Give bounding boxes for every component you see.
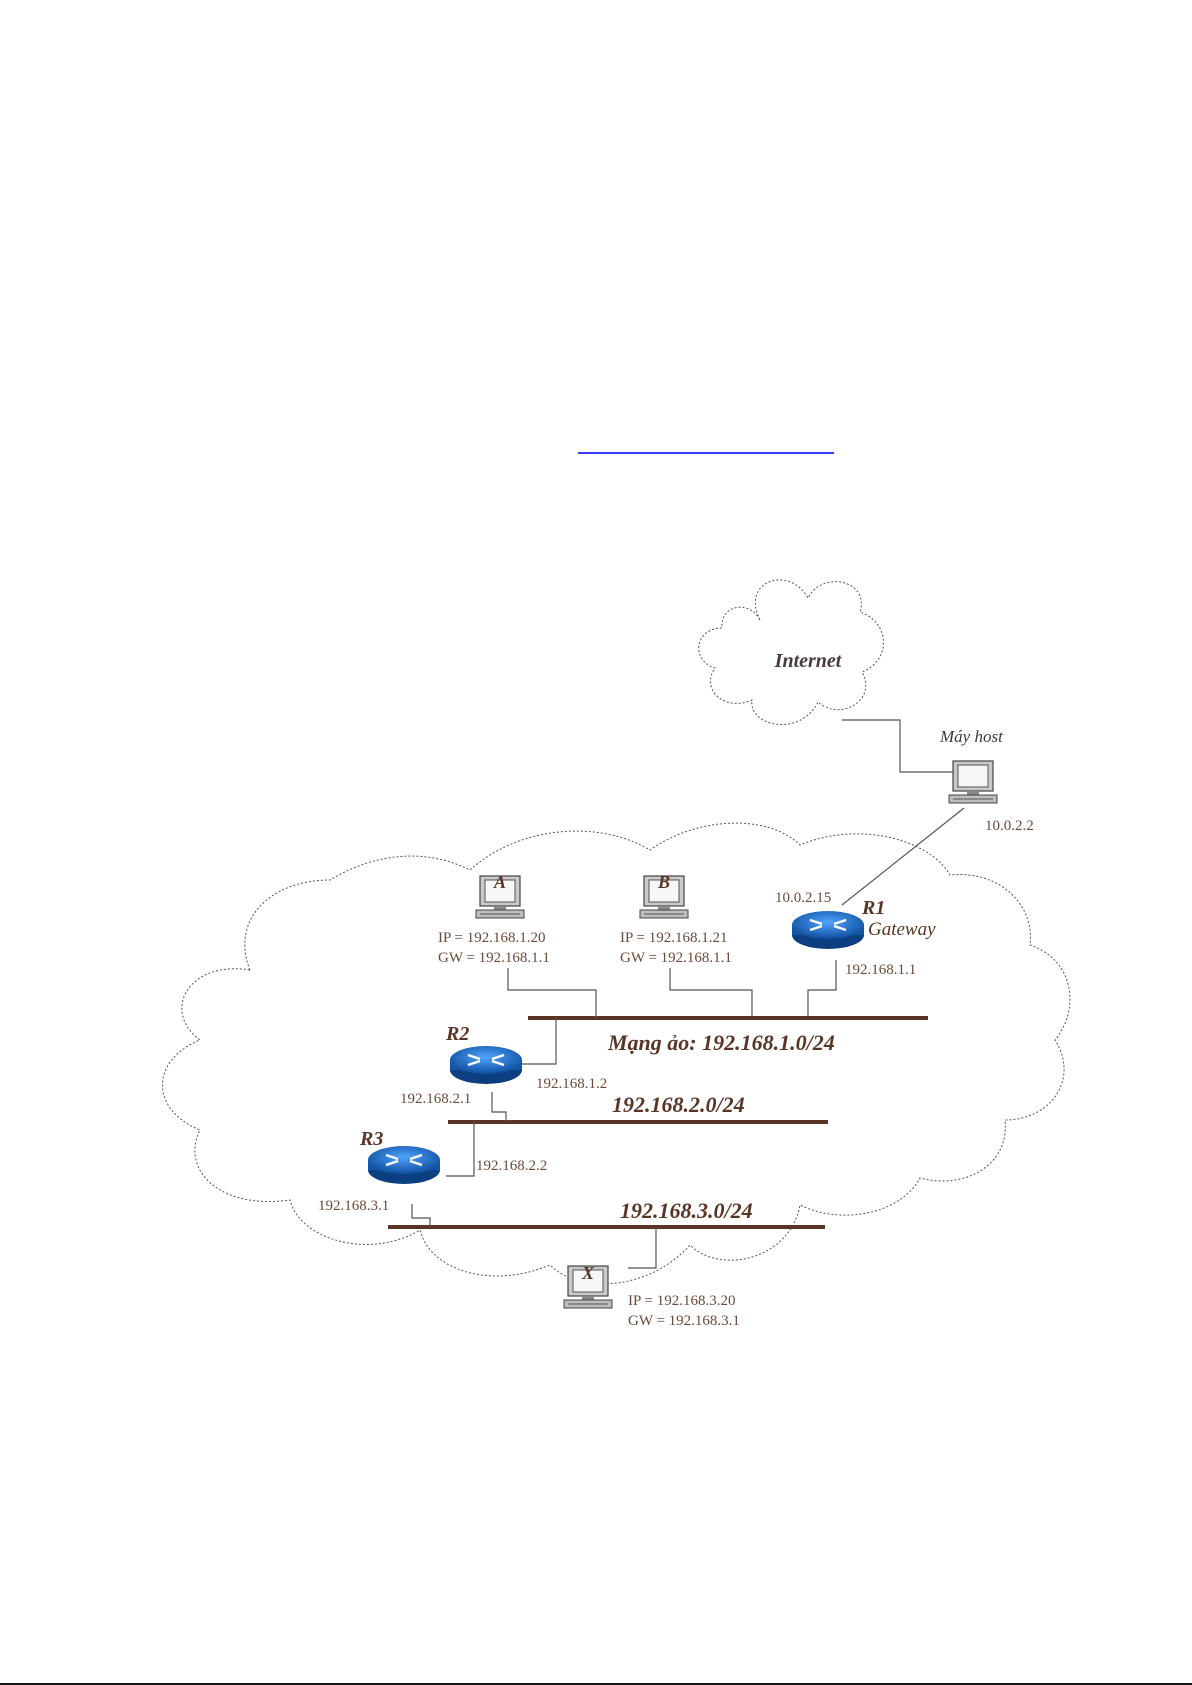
pc-x-letter: X [581, 1263, 595, 1283]
pc-a-gw: GW = 192.168.1.1 [438, 950, 550, 966]
net3-label: 192.168.3.0/24 [620, 1198, 753, 1223]
pc-x-gw: GW = 192.168.3.1 [628, 1313, 740, 1329]
router-r1 [792, 911, 864, 949]
pc-x-ip: IP = 192.168.3.20 [628, 1293, 736, 1309]
r3-ip-net2: 192.168.2.2 [476, 1158, 547, 1174]
pc-a-ip: IP = 192.168.1.20 [438, 930, 546, 946]
pc-b-letter: B [657, 872, 670, 892]
router-r2 [450, 1046, 522, 1084]
r1-wan-ip: 10.0.2.15 [775, 890, 831, 906]
host-label: Máy host [939, 727, 1004, 746]
r3-name: R3 [359, 1128, 383, 1150]
r3-ip-net3: 192.168.3.1 [318, 1198, 389, 1214]
r2-ip-net1: 192.168.1.2 [536, 1076, 607, 1092]
net1-label: Mạng ảo: 192.168.1.0/24 [607, 1030, 835, 1055]
r1-lan-ip: 192.168.1.1 [845, 962, 916, 978]
r1-subtitle: Gateway [868, 919, 936, 940]
host-computer [949, 761, 997, 803]
pc-a-letter: A [493, 872, 506, 892]
net2-label: 192.168.2.0/24 [612, 1092, 745, 1117]
r2-ip-net2: 192.168.2.1 [400, 1091, 471, 1107]
internet-label: Internet [774, 650, 843, 672]
r2-name: R2 [445, 1023, 469, 1045]
router-r3 [368, 1146, 440, 1184]
pc-b-gw: GW = 192.168.1.1 [620, 950, 732, 966]
pc-b-ip: IP = 192.168.1.21 [620, 930, 728, 946]
host-ip: 10.0.2.2 [985, 818, 1034, 834]
r1-name: R1 [861, 897, 885, 919]
